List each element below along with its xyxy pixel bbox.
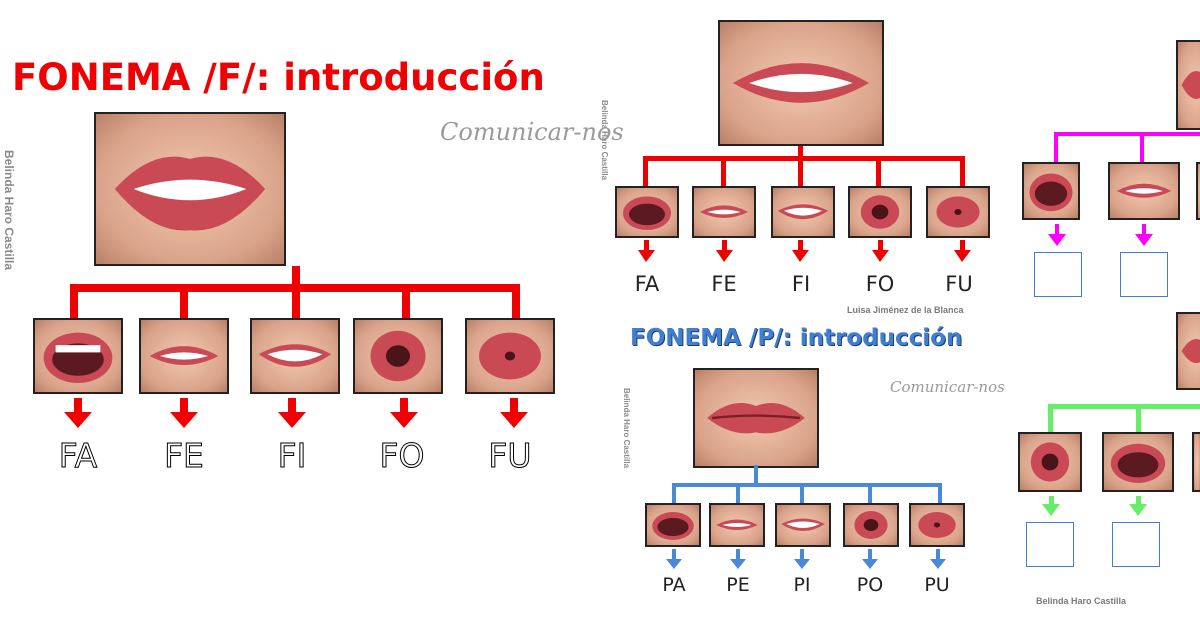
- panel-f-small-mouth-fo: [848, 186, 912, 238]
- panel-f-mouth-fa: [33, 318, 123, 394]
- panel-f-mouth-fo: [353, 318, 443, 394]
- panel-p-syllable-pa: PA: [662, 574, 686, 596]
- panel-right-top-answer-box-1[interactable]: [1034, 252, 1082, 297]
- panel-f-mouth-fe: [139, 318, 229, 394]
- panel-right-top-mouth-2: [1108, 162, 1180, 220]
- panel-right-bottom-main-photo: [1176, 312, 1200, 390]
- panel-p-main-mouth-photo: [693, 368, 819, 468]
- panel-right-bottom-tree: [1042, 404, 1200, 516]
- panel-f-credit: Belinda Haro Castilla: [2, 150, 16, 271]
- panel-p-tree: [666, 465, 946, 569]
- panel-f-small-syllable-fe: FE: [711, 272, 737, 296]
- panel-right-bottom-mouth-1: [1018, 432, 1082, 492]
- panel-right-bottom-mouth-3: [1192, 432, 1200, 492]
- panel-p-mouth-pu: [909, 503, 965, 547]
- panel-f-small-syllable-fa: FA: [634, 272, 660, 296]
- panel-p-mouth-pa: [645, 503, 701, 547]
- panel-f-small-syllable-fi: FI: [791, 272, 811, 296]
- panel-f-small-syllable-fo: FO: [865, 272, 895, 296]
- panel-f-small-bottom-credit: Luisa Jiménez de la Blanca: [847, 305, 964, 315]
- panel-p-title: FONEMA /P/: introducción: [630, 325, 963, 351]
- panel-right-top-mouth-3: [1196, 162, 1200, 220]
- panel-f-small-syllable-fu: FU: [945, 272, 973, 296]
- panel-right-top-mouth-1: [1022, 162, 1080, 220]
- panel-f-small-mouth-fe: [692, 186, 756, 238]
- panel-p-syllable-pu: PU: [924, 574, 950, 596]
- panel-p-mouth-po: [843, 503, 899, 547]
- panel-p-mouth-pe: [709, 503, 765, 547]
- panel-f-title: FONEMA /F/: introducción: [12, 56, 545, 99]
- panel-f-small-mouth-fu: [926, 186, 990, 238]
- panel-p-syllable-pe: PE: [726, 574, 750, 596]
- panel-p-credit: Belinda Haro Castilla: [622, 388, 631, 469]
- panel-right-bottom-mouth-2: [1102, 432, 1174, 492]
- panel-right-top-tree: [1048, 132, 1200, 246]
- panel-f-main-mouth-photo: [94, 112, 286, 266]
- panel-f-syllable-fo: FO: [379, 436, 425, 476]
- panel-p-logo: Comunicar-nos: [890, 378, 1005, 396]
- panel-f-small-main-mouth-photo: [718, 20, 884, 146]
- panel-f-tree: [64, 266, 528, 428]
- panel-f-small-tree: [638, 146, 971, 262]
- panel-f-small-credit: Belinda Haro Castilla: [600, 100, 609, 181]
- panel-f-syllable-fi: FI: [277, 436, 307, 476]
- panel-f-mouth-fu: [465, 318, 555, 394]
- panel-f-syllable-fa: FA: [58, 436, 98, 476]
- panel-f-mouth-fi: [250, 318, 340, 394]
- panel-p-syllable-po: PO: [856, 574, 884, 596]
- panel-right-bottom-credit: Belinda Haro Castilla: [1036, 596, 1127, 606]
- panel-f-syllable-fu: FU: [488, 436, 532, 476]
- panel-right-top-answer-box-2[interactable]: [1120, 252, 1168, 297]
- panel-f-logo: Comunicar-nos: [440, 118, 624, 146]
- panel-right-bottom-answer-box-1[interactable]: [1026, 522, 1074, 567]
- panel-f-small-mouth-fi: [771, 186, 835, 238]
- panel-f-syllable-fe: FE: [164, 436, 205, 476]
- panel-p-syllable-pi: PI: [793, 574, 811, 596]
- panel-p-mouth-pi: [775, 503, 831, 547]
- panel-f-small-mouth-fa: [615, 186, 679, 238]
- panel-right-top-main-photo: [1176, 40, 1200, 130]
- panel-right-bottom-answer-box-2[interactable]: [1112, 522, 1160, 567]
